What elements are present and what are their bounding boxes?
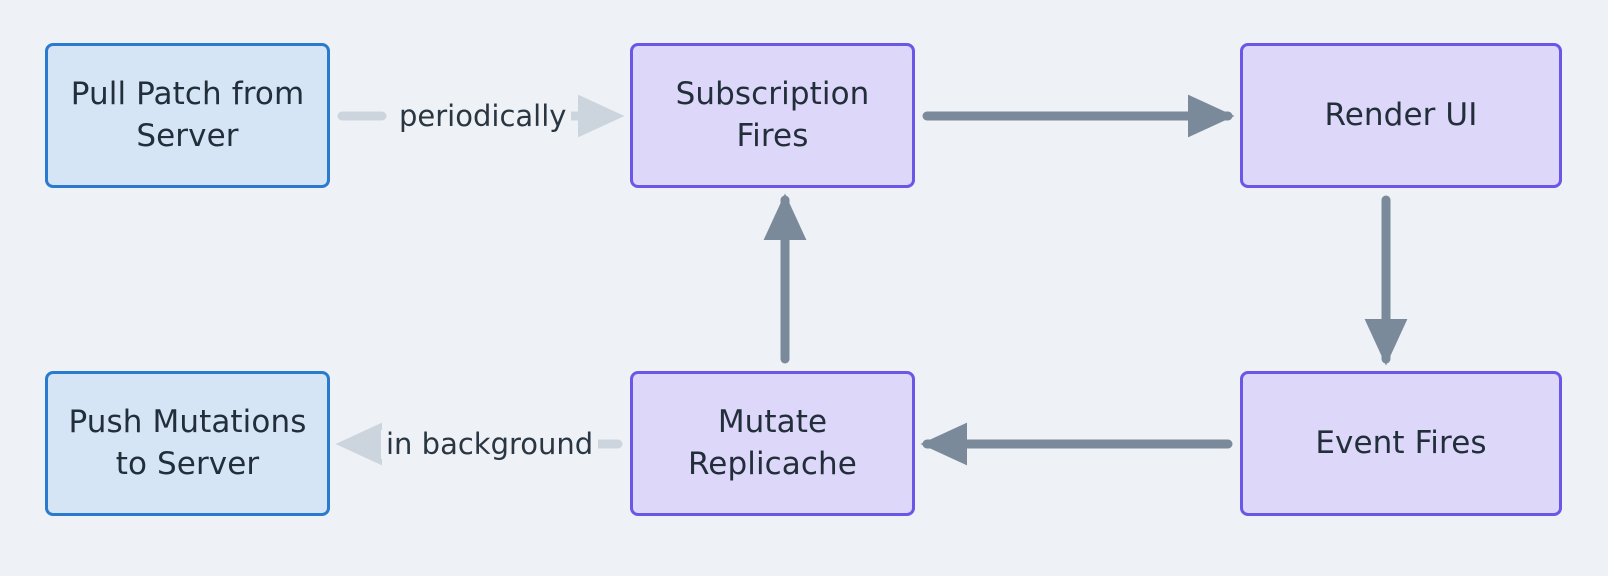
node-label: Push Mutations to Server: [68, 403, 307, 482]
node-label: Pull Patch from Server: [70, 75, 305, 154]
node-render-ui[interactable]: Render UI: [1240, 43, 1562, 188]
node-subscription-fires[interactable]: Subscription Fires: [630, 43, 915, 188]
edge-label-in-background: in background: [381, 430, 599, 459]
edge-label-periodically: periodically: [394, 102, 572, 131]
node-event-fires[interactable]: Event Fires: [1240, 371, 1562, 516]
node-label: Mutate Replicache: [688, 403, 857, 482]
node-label: Render UI: [1324, 96, 1478, 133]
node-label: Event Fires: [1315, 424, 1487, 461]
node-pull-patch-from-server[interactable]: Pull Patch from Server: [45, 43, 330, 188]
node-mutate-replicache[interactable]: Mutate Replicache: [630, 371, 915, 516]
node-label: Subscription Fires: [675, 75, 870, 154]
node-push-mutations-to-server[interactable]: Push Mutations to Server: [45, 371, 330, 516]
